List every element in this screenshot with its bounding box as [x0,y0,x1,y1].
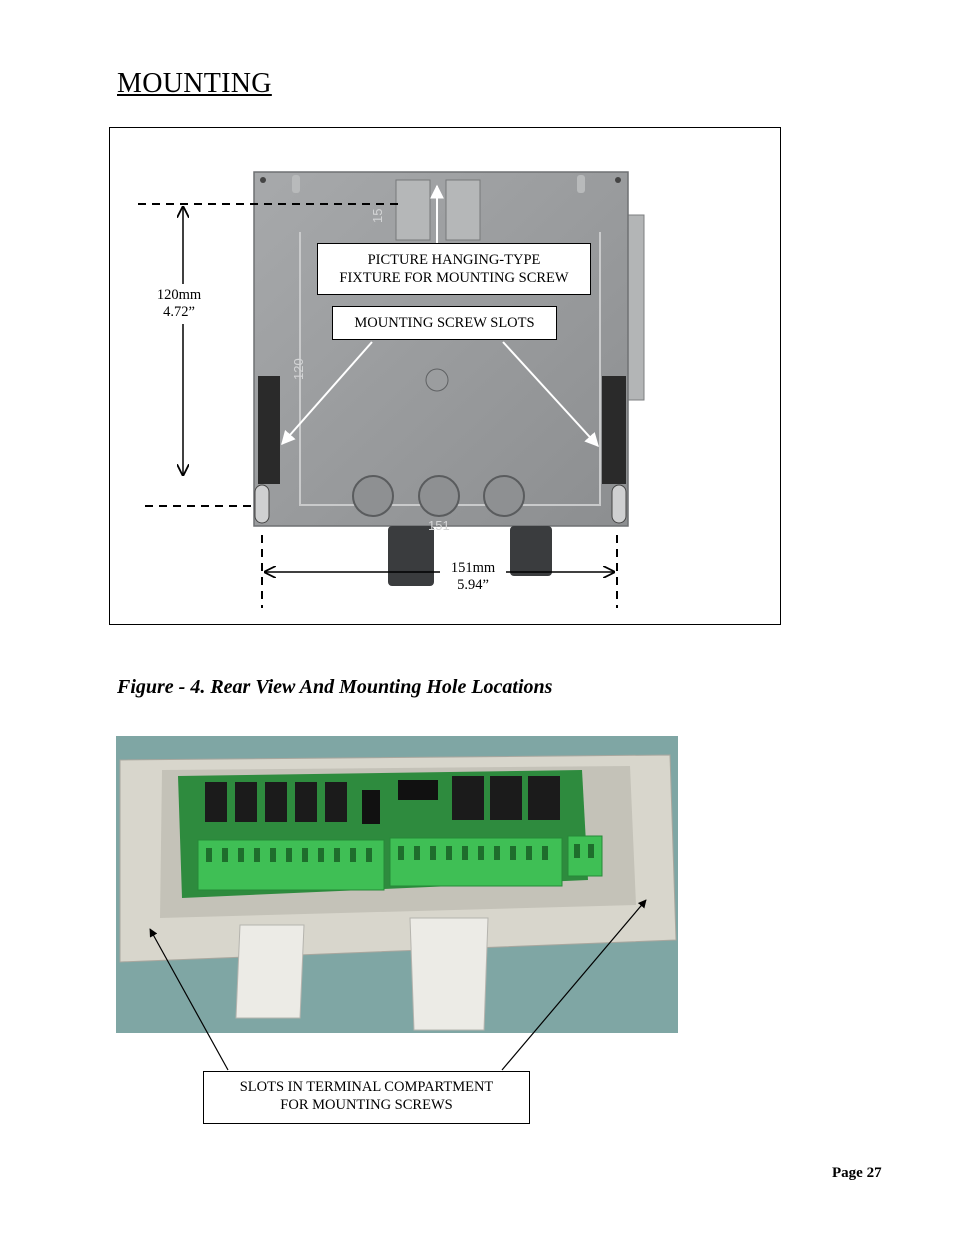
terminal-block-right [567,835,603,877]
mold-mark-side: 120 [291,358,306,380]
bottom-slot-left [254,484,270,524]
terminal-screws [206,844,594,862]
mounting-slots-label: MOUNTING SCREW SLOTS [332,306,557,340]
terminal-slots-label-line2: FOR MOUNTING SCREWS [280,1097,453,1113]
corner-hole [615,177,621,183]
width-mm: 151mm [450,560,496,576]
height-mm: 120mm [156,287,202,303]
knockout [352,475,394,517]
terminal-slots-label: SLOTS IN TERMINAL COMPARTMENT FOR MOUNTI… [203,1071,530,1124]
mold-mark-top: 15 [370,209,385,223]
terminal-block-middle [389,837,563,887]
center-screw [425,368,449,392]
chip [362,790,380,824]
figure-caption: Figure - 4. Rear View And Mounting Hole … [117,676,553,698]
knockout [418,475,460,517]
knockout [483,475,525,517]
enclosure-rear [253,171,629,527]
hanging-fixture-label-line1: PICTURE HANGING-TYPE [367,252,541,268]
cable-gland-right [510,526,552,576]
mounting-slots-label-text: MOUNTING SCREW SLOTS [354,315,535,331]
corner-post [577,175,585,193]
callout-arrow-slot-right [502,341,599,448]
hanging-fixture-label: PICTURE HANGING-TYPE FIXTURE FOR MOUNTIN… [317,243,591,295]
corner-post [292,175,300,193]
chip [398,780,438,800]
bottom-slot-right [611,484,627,524]
photo-cable-gland-right [409,917,489,1031]
page-heading: MOUNTING [117,68,272,99]
terminal-slots-label-line1: SLOTS IN TERMINAL COMPARTMENT [239,1079,494,1095]
page-number: Page 27 [832,1165,882,1181]
terminal-compartment-figure [116,736,678,1071]
cable-gland-left [388,526,434,586]
rear-view-figure-frame [109,127,781,625]
callout-arrow-left-slot [149,928,229,1071]
height-in: 4.72” [163,304,195,320]
width-dimension-label: 151mm 5.94” [444,560,502,594]
relays [205,776,560,822]
mounting-slot-right [602,376,626,484]
photo-cable-gland-left [235,924,305,1019]
height-dimension-label: 120mm 4.72” [150,287,208,321]
corner-hole [260,177,266,183]
width-in: 5.94” [457,577,489,593]
mounting-slot-left [258,376,280,484]
callout-arrow-slot-left [281,341,373,446]
terminal-block-left [197,839,385,891]
callout-arrow-right-slot [501,899,647,1071]
hanging-fixture-label-line2: FIXTURE FOR MOUNTING SCREW [339,270,569,286]
mold-mark-bottom: 151 [428,518,450,533]
hanging-fixture [395,179,481,241]
